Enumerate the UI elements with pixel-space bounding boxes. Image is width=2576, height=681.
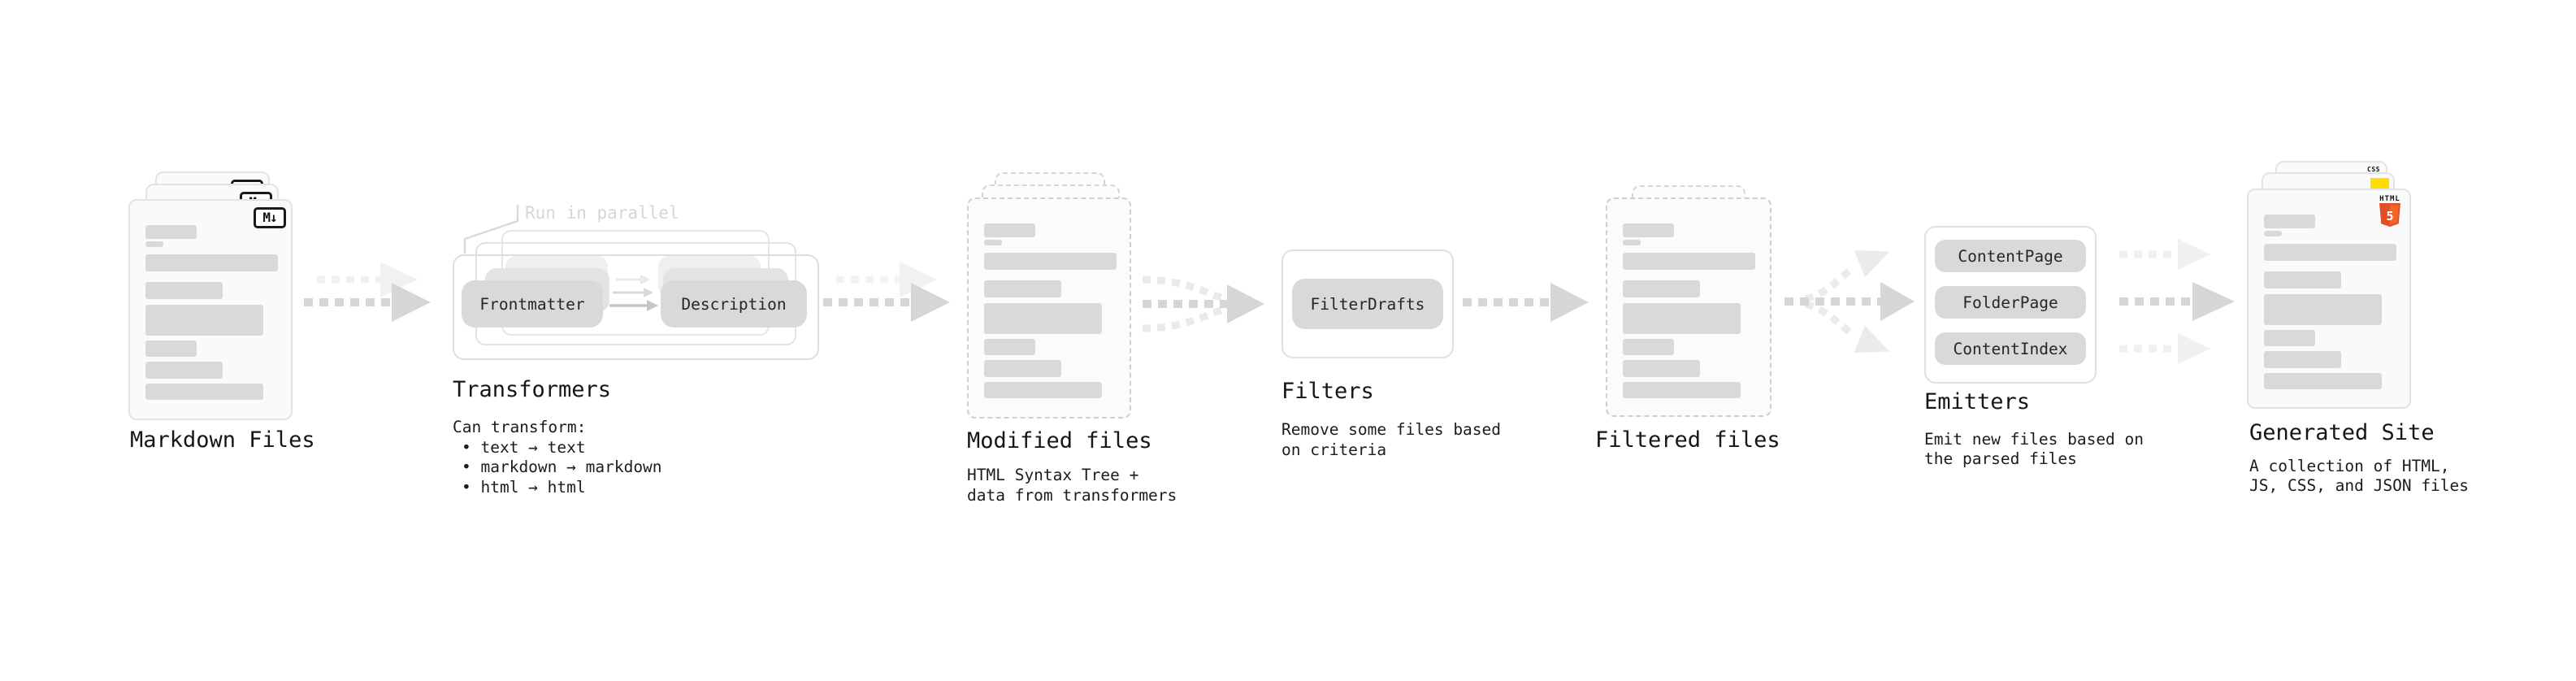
- generated-file-card-front: HTML 5: [2247, 189, 2411, 409]
- run-in-parallel-note: Run in parallel: [525, 203, 679, 223]
- modified-file-card: [967, 197, 1131, 419]
- desc-line: • markdown → markdown: [462, 458, 662, 476]
- generated-site-title: Generated Site: [2249, 420, 2435, 445]
- desc-line: Emit new files based on: [1924, 430, 2144, 449]
- desc-line: JS, CSS, and JSON files: [2249, 476, 2470, 495]
- filtered-files-title: Filtered files: [1595, 427, 1780, 453]
- flow-arrow-triple: [2119, 239, 2235, 364]
- html5-shield: 5: [2379, 203, 2400, 227]
- desc-line: HTML Syntax Tree +: [967, 466, 1139, 484]
- desc-line: A collection of HTML,: [2249, 457, 2450, 475]
- folderpage-pill: FolderPage: [1935, 286, 2086, 319]
- js-icon: [2370, 178, 2389, 189]
- desc-line: data from transformers: [967, 486, 1177, 505]
- filters-title: Filters: [1281, 379, 1374, 404]
- file-content-placeholder: [130, 201, 291, 419]
- modified-files-title: Modified files: [967, 428, 1152, 453]
- modified-files-description: HTML Syntax Tree + data from transformer…: [967, 465, 1177, 505]
- filters-description: Remove some files based on criteria: [1281, 419, 1501, 460]
- emitters-description: Emit new files based on the parsed files: [1924, 430, 2144, 469]
- filtered-file-card: [1606, 197, 1772, 417]
- html5-icon-label: HTML: [2379, 195, 2400, 203]
- file-content-placeholder: [2249, 190, 2409, 407]
- transformers-title: Transformers: [453, 377, 612, 402]
- contentindex-pill: ContentIndex: [1935, 332, 2086, 365]
- flow-arrow-dashed: [1463, 283, 1589, 322]
- svg-text:5: 5: [2386, 209, 2393, 223]
- filterdrafts-pill: FilterDrafts: [1292, 279, 1443, 329]
- desc-line: on criteria: [1281, 440, 1387, 459]
- description-pill: Description: [661, 280, 807, 327]
- file-content-placeholder: [969, 199, 1130, 417]
- generated-site-description: A collection of HTML, JS, CSS, and JSON …: [2249, 457, 2469, 496]
- flow-arrow-stacked: [823, 262, 950, 322]
- desc-line: Remove some files based: [1281, 420, 1502, 439]
- note-leader-line: [463, 205, 519, 254]
- frontmatter-pill: Frontmatter: [462, 280, 603, 327]
- markdown-file-card-front: M↓: [128, 199, 293, 420]
- flow-arrow-stacked: [304, 262, 431, 322]
- desc-line: the parsed files: [1924, 449, 2077, 468]
- transformers-frame-front: [453, 254, 819, 360]
- contentpage-pill: ContentPage: [1935, 240, 2086, 272]
- html5-icon: HTML 5: [2376, 195, 2404, 230]
- desc-line: Can transform:: [453, 418, 587, 436]
- transformers-description: Can transform: • text → text • markdown …: [453, 418, 662, 497]
- parallel-mini-arrows: [609, 275, 658, 311]
- desc-line: • html → html: [462, 477, 586, 497]
- file-content-placeholder: [1607, 199, 1770, 415]
- desc-line: • text → text: [462, 437, 586, 457]
- markdown-files-title: Markdown Files: [130, 427, 315, 453]
- flow-arrow-merge: [1142, 275, 1264, 332]
- flow-arrow-split: [1785, 249, 1915, 354]
- emitters-title: Emitters: [1924, 389, 2031, 414]
- markdown-icon: M↓: [254, 207, 286, 228]
